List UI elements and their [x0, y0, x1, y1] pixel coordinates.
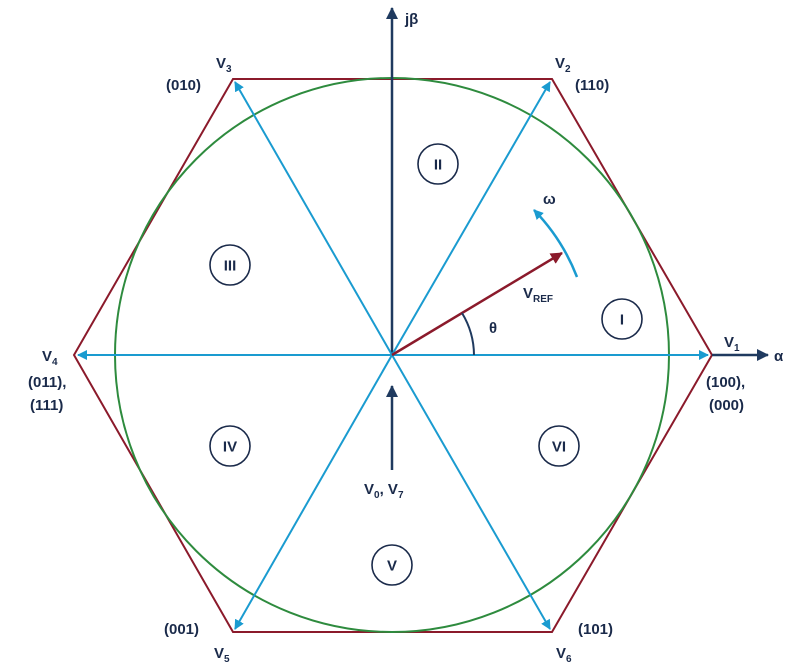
v3-code: (010) — [166, 77, 201, 94]
omega-arc — [533, 209, 579, 278]
sector-II: II — [417, 143, 459, 185]
vector-v6 — [391, 354, 551, 630]
v5-label: V5 — [214, 645, 230, 665]
alpha-axis-label: α — [774, 348, 784, 365]
v6-code: (101) — [578, 621, 613, 638]
sector-I: I — [601, 298, 643, 340]
zero-vectors-label: V0, V7 — [364, 481, 404, 501]
vector-v3 — [234, 81, 393, 356]
sector-III: III — [209, 244, 251, 286]
sector-label: III — [224, 258, 237, 275]
v4-label: V4 — [42, 348, 58, 368]
vector-v2 — [391, 81, 551, 356]
sector-label: VI — [552, 439, 566, 456]
sector-label: I — [620, 312, 624, 329]
sector-label: II — [434, 157, 442, 174]
sector-label: IV — [223, 439, 237, 456]
v2-code: (110) — [575, 77, 609, 94]
theta-label: θ — [489, 320, 497, 337]
theta-arc — [461, 312, 475, 356]
v3-label: V3 — [216, 55, 232, 75]
v4-code2: (111) — [30, 397, 63, 414]
reference-vector — [391, 251, 563, 357]
v4-code: (011), — [28, 374, 66, 391]
hexagon — [72, 78, 714, 633]
v6-label: V6 — [556, 645, 572, 665]
sector-V: V — [371, 544, 413, 586]
sector-VI: VI — [538, 425, 580, 467]
v2-label: V2 — [555, 55, 571, 75]
vref-label: VREF — [523, 285, 553, 305]
v1-label: V1 — [724, 334, 740, 354]
omega-label: ω — [543, 191, 556, 208]
v1-code: (100), — [706, 374, 745, 391]
sector-label: V — [387, 558, 397, 575]
v5-code: (001) — [164, 621, 199, 638]
v1-code2: (000) — [709, 397, 744, 414]
beta-axis-label: jβ — [404, 11, 418, 28]
sector-IV: IV — [209, 425, 251, 467]
vector-v5 — [234, 354, 393, 630]
